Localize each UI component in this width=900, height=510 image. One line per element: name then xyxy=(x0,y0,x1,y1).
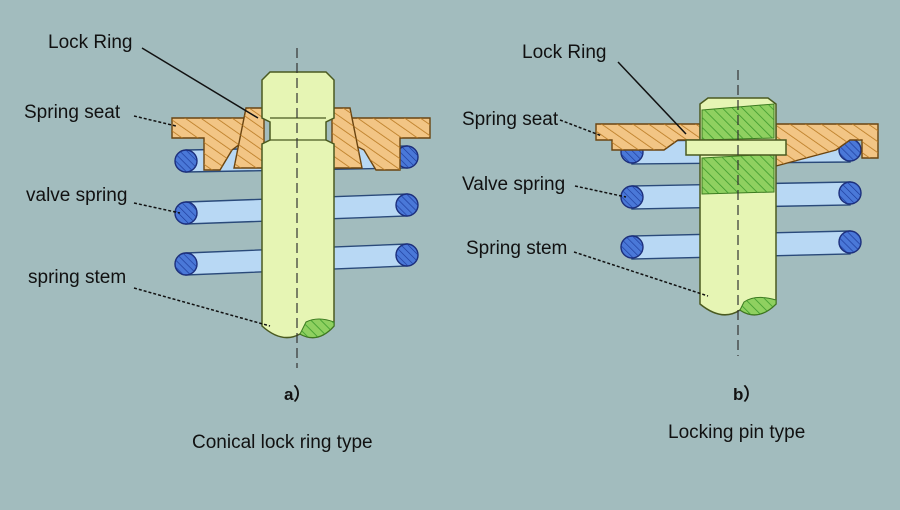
label-valve-spring-b: Valve spring xyxy=(462,174,565,195)
spring-seat-b xyxy=(595,123,879,167)
locking-pin-b xyxy=(685,139,787,156)
label-lock-ring-b: Lock Ring xyxy=(522,42,607,63)
leader-spring-seat-a xyxy=(133,115,177,127)
leader-spring-stem-a xyxy=(133,287,271,327)
label-valve-spring-a: valve spring xyxy=(26,185,127,206)
label-spring-seat-b: Spring seat xyxy=(462,109,559,130)
label-lock-ring-a: Lock Ring xyxy=(48,32,133,53)
sub-label-a: a） xyxy=(284,384,310,404)
leader-spring-seat-b xyxy=(559,119,603,137)
figure-a: Lock Ring Spring seat valve spring sprin… xyxy=(24,32,431,453)
caption-a: Conical lock ring type xyxy=(192,432,373,453)
label-spring-seat-a: Spring seat xyxy=(24,102,121,123)
leader-lock-ring-a xyxy=(141,47,259,119)
label-spring-stem-b: Spring stem xyxy=(466,238,567,259)
caption-b: Locking pin type xyxy=(668,422,805,443)
label-spring-stem-a: spring stem xyxy=(28,267,126,288)
lock-ring-a xyxy=(233,107,363,169)
valve-stem-a xyxy=(261,71,335,339)
leader-valve-spring-b xyxy=(574,185,627,198)
leader-lock-ring-b xyxy=(617,61,687,135)
leader-valve-spring-a xyxy=(133,202,181,214)
sub-label-b: b） xyxy=(733,384,760,404)
figure-b: Lock Ring Spring seat Valve spring Sprin… xyxy=(462,42,879,443)
leader-spring-stem-b xyxy=(573,251,709,297)
